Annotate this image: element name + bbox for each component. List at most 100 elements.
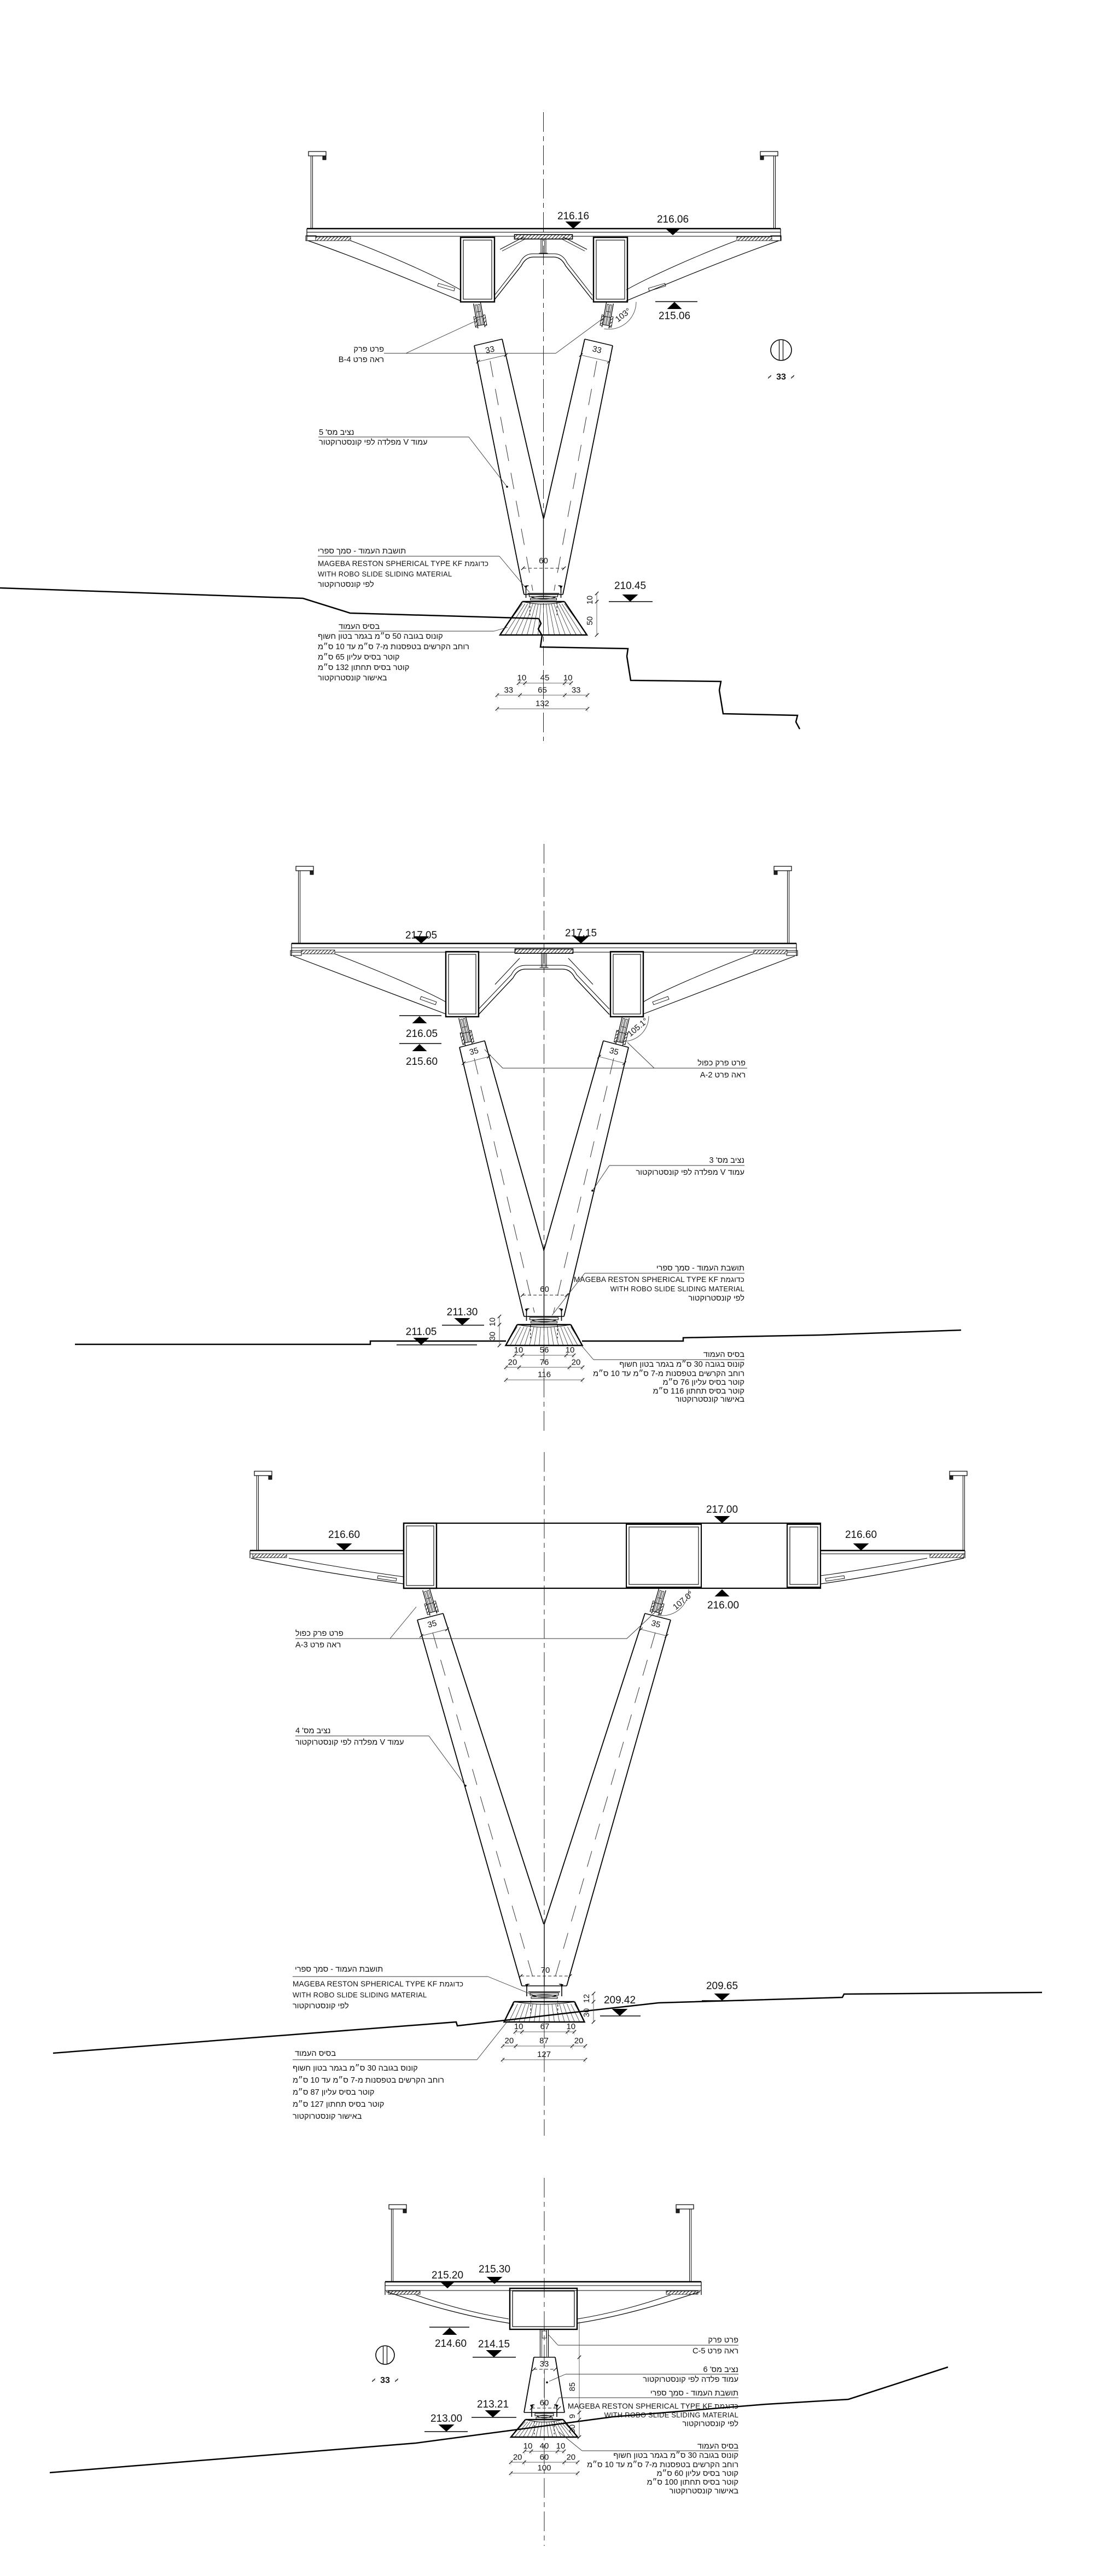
svg-text:213.00: 213.00 [430,2413,462,2425]
svg-text:‫פרט פרק כפול‬: ‫פרט פרק כפול‬ [295,1629,344,1638]
svg-text:215.20: 215.20 [432,2270,463,2281]
svg-text:216.60: 216.60 [845,1529,877,1541]
svg-text:33: 33 [591,345,602,355]
svg-text:214.15: 214.15 [478,2339,510,2350]
svg-text:215.30: 215.30 [479,2264,510,2275]
svg-text:‫באישור קונסטרוקטור‬: ‫באישור קונסטרוקטור‬ [318,674,387,683]
svg-text:‫רוחב הקרשים בטפסנות מ-7 ס״מ ע: ‫רוחב הקרשים בטפסנות מ-7 ס״מ עד 10 ס״מ‬ [318,643,469,651]
svg-text:100: 100 [537,2463,551,2473]
svg-text:216.16: 216.16 [557,211,589,222]
svg-text:‫פרט פרק‬: ‫פרט פרק‬ [353,345,384,354]
svg-text:‫נציב מס' 5‬: ‫נציב מס' 5‬ [319,428,354,437]
svg-text:45: 45 [540,673,550,683]
svg-text:‫כדוגמת MAGEBA RESTON SPHERICA: ‫כדוגמת MAGEBA RESTON SPHERICAL TYPE KF‬ [293,1980,463,1988]
svg-text:33: 33 [380,2376,390,2385]
svg-text:76: 76 [540,1358,549,1367]
svg-text:30: 30 [568,2425,577,2433]
svg-text:127: 127 [537,2050,551,2059]
svg-text:216.06: 216.06 [657,214,689,225]
svg-text:‫כדוגמת MAGEBA RESTON SPHERICA: ‫כדוגמת MAGEBA RESTON SPHERICAL TYPE KF‬ [318,560,488,568]
svg-text:217.00: 217.00 [706,1504,738,1516]
svg-text:217.15: 217.15 [565,928,597,939]
svg-text:9: 9 [568,2414,577,2418]
svg-text:WITH ROBO SLIDE SLIDING MATERI: WITH ROBO SLIDE SLIDING MATERIAL [293,1991,427,1999]
svg-text:10: 10 [488,1318,497,1326]
svg-text:‫לפי קונסטרוקטור‬: ‫לפי קונסטרוקטור‬ [293,2001,349,2010]
svg-text:60: 60 [540,2398,549,2408]
svg-text:33: 33 [572,686,581,695]
svg-text:‫קוטר בסיס תחתון 100 ס״מ‬: ‫קוטר בסיס תחתון 100 ס״מ‬ [647,2478,738,2487]
svg-text:‫עמוד V מפלדה לפי קונסטרוקטור‬: ‫עמוד V מפלדה לפי קונסטרוקטור‬ [319,438,428,447]
svg-text:20: 20 [505,2036,514,2045]
svg-text:‫באישור קונסטרוקטור‬: ‫באישור קונסטרוקטור‬ [293,2112,362,2121]
svg-text:‫רוחב הקרשים בטפסנות מ-7 ס״מ ע: ‫רוחב הקרשים בטפסנות מ-7 ס״מ עד 10 ס״מ‬ [587,2461,738,2469]
svg-text:‫קונוס בגובה 50 ס״מ בגמר בטון: ‫קונוס בגובה 50 ס״מ בגמר בטון חשוף‬ [318,632,443,641]
svg-text:‫לפי קונסטרוקטור‬: ‫לפי קונסטרוקטור‬ [682,2419,738,2428]
svg-text:‫קוטר בסיס עליון 76 ס״מ‬: ‫קוטר בסיס עליון 76 ס״מ‬ [662,1378,744,1387]
svg-text:33: 33 [485,345,496,355]
svg-text:10: 10 [523,2441,533,2451]
svg-text:WITH ROBO SLIDE SLIDING MATERI: WITH ROBO SLIDE SLIDING MATERIAL [604,2411,738,2419]
svg-text:20: 20 [513,2453,522,2462]
svg-text:35: 35 [650,1618,661,1630]
svg-text:216.60: 216.60 [328,1529,360,1541]
svg-text:‫תושבת העמוד - סמך ספרי‬: ‫תושבת העמוד - סמך ספרי‬ [295,1965,383,1974]
svg-text:56: 56 [540,1345,549,1355]
svg-text:‫קוטר בסיס עליון 65 ס״מ‬: ‫קוטר בסיס עליון 65 ס״מ‬ [318,652,400,662]
svg-text:30: 30 [488,1332,497,1341]
svg-text:WITH ROBO SLIDE SLIDING MATERI: WITH ROBO SLIDE SLIDING MATERIAL [610,1285,744,1293]
svg-text:132: 132 [536,699,549,708]
svg-text:‫לפי קונסטרוקטור‬: ‫לפי קונסטרוקטור‬ [688,1293,744,1303]
svg-text:‫באישור קונסטרוקטור‬: ‫באישור קונסטרוקטור‬ [670,2487,739,2496]
svg-text:‫קוטר בסיס עליון 60 ס״מ‬: ‫קוטר בסיס עליון 60 ס״מ‬ [656,2469,738,2478]
svg-text:10: 10 [556,2441,566,2451]
svg-text:‫ראה פרט A-3‬: ‫ראה פרט A-3‬ [295,1641,341,1650]
svg-text:20: 20 [572,1358,581,1367]
svg-text:‫נציב מס' 3‬: ‫נציב מס' 3‬ [709,1156,744,1165]
svg-text:10: 10 [563,673,573,683]
svg-text:217.05: 217.05 [405,930,437,941]
svg-text:60: 60 [540,2453,549,2462]
svg-text:‫קונוס בגובה 30 ס״מ בגמר בטון: ‫קונוס בגובה 30 ס״מ בגמר בטון חשוף‬ [613,2451,738,2460]
svg-text:‫ראה פרט A-2‬: ‫ראה פרט A-2‬ [700,1071,746,1080]
svg-text:33: 33 [540,2359,549,2369]
svg-text:‫לפי קונסטרוקטור‬: ‫לפי קונסטרוקטור‬ [318,580,374,589]
svg-text:35: 35 [427,1618,438,1630]
svg-text:‫כדוגמת MAGEBA RESTON SPHERICA: ‫כדוגמת MAGEBA RESTON SPHERICAL TYPE KF‬ [568,2402,738,2410]
svg-text:20: 20 [566,2453,575,2462]
svg-text:WITH ROBO SLIDE SLIDING MATERI: WITH ROBO SLIDE SLIDING MATERIAL [318,570,452,578]
svg-text:33: 33 [776,372,786,382]
svg-text:216.00: 216.00 [707,1600,739,1611]
svg-text:10: 10 [517,673,527,683]
svg-text:40: 40 [540,2441,549,2451]
svg-text:‫כדוגמת MAGEBA RESTON SPHERICA: ‫כדוגמת MAGEBA RESTON SPHERICAL TYPE KF‬ [574,1275,744,1284]
svg-text:214.60: 214.60 [435,2338,467,2350]
svg-text:‫רוחב הקרשים בטפסנות מ-7 ס״מ ע: ‫רוחב הקרשים בטפסנות מ-7 ס״מ עד 10 ס״מ‬ [293,2076,444,2085]
svg-text:‫קוטר בסיס עליון 87 ס״מ‬: ‫קוטר בסיס עליון 87 ס״מ‬ [293,2088,375,2097]
svg-text:33: 33 [504,686,513,695]
svg-text:‫ראה פרט B-4‬: ‫ראה פרט B-4‬ [339,355,384,364]
svg-text:70: 70 [541,1966,550,1975]
svg-text:20: 20 [574,2036,584,2045]
svg-text:‫בסיס העמוד‬: ‫בסיס העמוד‬ [295,2049,336,2058]
svg-text:30: 30 [583,2008,591,2017]
svg-text:‫נציב מס' 6‬: ‫נציב מס' 6‬ [703,2365,738,2374]
svg-text:‫עמוד פלדה לפי קונסטרוקטור‬: ‫עמוד פלדה לפי קונסטרוקטור‬ [643,2375,738,2384]
svg-text:‫פרט פרק כפול‬: ‫פרט פרק כפול‬ [697,1058,746,1068]
svg-text:12: 12 [583,1994,591,2003]
svg-text:‫פרט פרק‬: ‫פרט פרק‬ [708,2336,738,2345]
svg-text:‫תושבת העמוד - סמך ספרי‬: ‫תושבת העמוד - סמך ספרי‬ [656,1264,744,1273]
svg-text:10: 10 [514,1345,523,1355]
svg-text:10: 10 [586,596,595,604]
svg-text:116: 116 [538,1370,551,1379]
svg-text:‫עמוד V מפלדה לפי קונסטרוקטור‬: ‫עמוד V מפלדה לפי קונסטרוקטור‬ [295,1738,404,1747]
svg-text:‫קוטר בסיס תחתון 116 ס״מ‬: ‫קוטר בסיס תחתון 116 ס״מ‬ [653,1387,744,1396]
svg-text:60: 60 [539,556,548,566]
svg-text:35: 35 [608,1046,619,1057]
svg-text:‫בסיס העמוד‬: ‫בסיס העמוד‬ [697,2442,738,2451]
svg-text:10: 10 [566,1345,575,1355]
svg-text:87: 87 [539,2036,549,2045]
svg-text:10: 10 [514,2022,523,2031]
svg-text:210.45: 210.45 [614,580,646,592]
svg-text:‫ראה פרט C-5‬: ‫ראה פרט C-5‬ [693,2347,738,2356]
